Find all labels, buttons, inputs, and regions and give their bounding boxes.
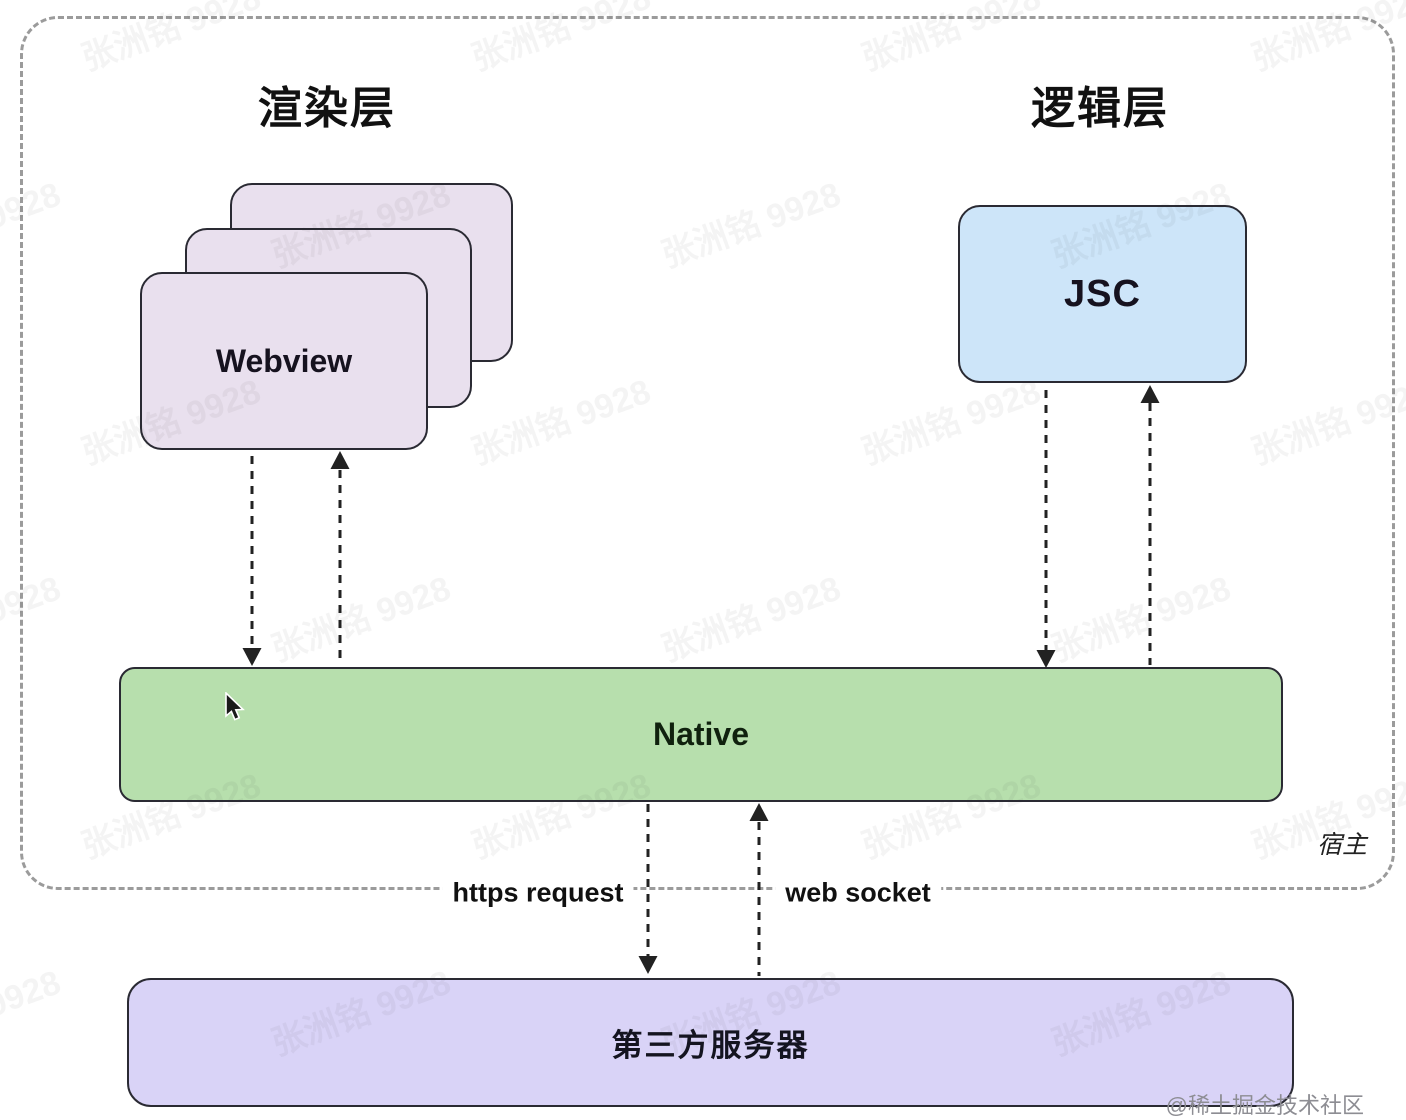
- native-label: Native: [652, 716, 750, 752]
- web-socket-label: web socket: [775, 875, 941, 911]
- watermark-text: 张洲铭 9928: [0, 963, 66, 1063]
- community-attribution: @稀土掘金技术社区: [1165, 1093, 1364, 1118]
- render-layer-title: 渲染层: [258, 84, 396, 133]
- https-request-label: https request: [442, 875, 634, 911]
- jsc-label: JSC: [1064, 272, 1141, 315]
- third-party-server-label: 第三方服务器: [611, 1028, 810, 1063]
- host-label: 宿主: [1316, 831, 1368, 859]
- logic-layer-title: 逻辑层: [1031, 84, 1169, 133]
- third-party-server-box: 第三方服务器: [127, 978, 1294, 1107]
- host-container-border: [20, 16, 1395, 890]
- mouse-cursor-icon: [225, 692, 245, 721]
- webview-label: Webview: [215, 342, 353, 379]
- jsc-box: JSC: [958, 205, 1247, 383]
- webview-box: Webview: [140, 272, 428, 450]
- native-box: Native: [119, 667, 1283, 802]
